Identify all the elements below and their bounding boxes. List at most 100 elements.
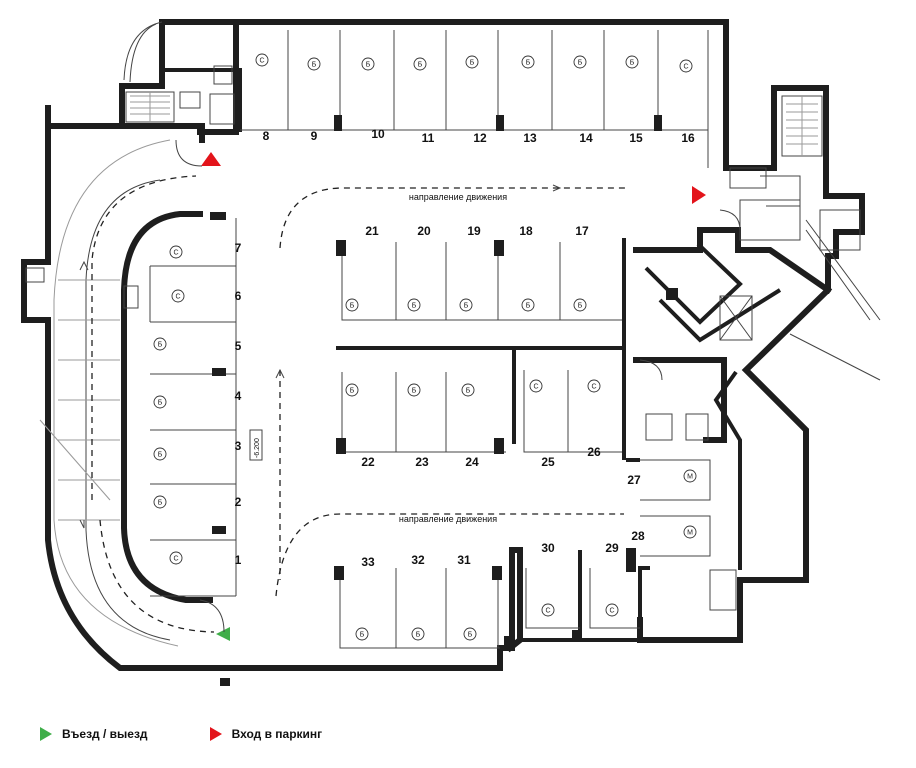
svg-text:Б: Б (312, 62, 317, 69)
spot-size-badge-26: С (587, 379, 601, 393)
spot-number-1: 1 (235, 553, 242, 567)
spot-size-badge-15: Б (625, 55, 639, 69)
spot-size-badge-27: М (683, 469, 697, 483)
spot-number-20: 20 (417, 224, 431, 238)
spot-lines (149, 30, 711, 649)
spot-number-28: 28 (631, 529, 645, 543)
svg-text:Б: Б (526, 303, 531, 310)
svg-text:Б: Б (464, 303, 469, 310)
svg-text:С: С (591, 384, 596, 391)
spot-number-19: 19 (467, 224, 481, 238)
spot-number-14: 14 (579, 131, 593, 145)
spot-size-badge-32: Б (411, 627, 425, 641)
balcony-curve-inner (129, 23, 157, 83)
svg-text:С: С (533, 384, 538, 391)
svg-text:Б: Б (578, 60, 583, 67)
spot-number-4: 4 (235, 389, 242, 403)
svg-text:Б: Б (158, 500, 163, 507)
spot-number-17: 17 (575, 224, 589, 238)
svg-text:С: С (259, 58, 264, 65)
spot-number-15: 15 (629, 131, 643, 145)
spot-number-24: 24 (465, 455, 479, 469)
svg-text:Б: Б (578, 303, 583, 310)
spot-number-22: 22 (361, 455, 375, 469)
spot-size-badge-23: Б (407, 383, 421, 397)
spot-number-26: 26 (587, 445, 601, 459)
svg-text:С: С (545, 608, 550, 615)
direction-label-top: направление движения (409, 192, 507, 202)
green-triangle-icon (40, 727, 52, 741)
svg-text:Б: Б (416, 632, 421, 639)
spot-number-11: 11 (422, 131, 435, 145)
outer-walls (21, 19, 865, 671)
svg-text:Б: Б (158, 342, 163, 349)
legend-entry-exit-label: Въезд / выезд (62, 727, 148, 741)
legend-entry-exit: Въезд / выезд (40, 727, 148, 741)
staircase-top-left (125, 65, 235, 125)
spot-number-31: 31 (457, 553, 471, 567)
svg-text:Б: Б (630, 60, 635, 67)
inner-walls (336, 199, 881, 611)
legend: Въезд / выезд Вход в паркинг (40, 722, 384, 746)
traffic-route (79, 175, 626, 633)
spot-size-badge-25: С (529, 379, 543, 393)
spot-size-badge-7: С (169, 245, 183, 259)
spot-number-25: 25 (541, 455, 555, 469)
spot-number-23: 23 (415, 455, 429, 469)
svg-text:С: С (609, 608, 614, 615)
utility-box-left (25, 267, 45, 283)
door-arc-bottom (199, 599, 225, 633)
spot-number-9: 9 (311, 129, 318, 143)
legend-parking-entrance-label: Вход в паркинг (231, 727, 323, 741)
spot-size-badge-14: Б (573, 55, 587, 69)
spot-size-badge-21: Б (345, 298, 359, 312)
door-arc-right (719, 209, 741, 231)
spot-size-badge-6: С (171, 289, 185, 303)
utility-box (123, 285, 139, 309)
columns (210, 115, 678, 686)
spot-size-badge-13: Б (521, 55, 535, 69)
spot-size-badge-19: Б (459, 298, 473, 312)
spot-number-3: 3 (235, 439, 242, 453)
door-arc-mid (639, 359, 663, 381)
spot-number-16: 16 (681, 131, 695, 145)
svg-text:М: М (687, 474, 693, 481)
spot-number-8: 8 (263, 129, 270, 143)
spot-size-badge-4: Б (153, 395, 167, 409)
spot-size-badge-33: Б (355, 627, 369, 641)
svg-text:С: С (173, 250, 178, 257)
svg-text:С: С (173, 556, 178, 563)
spot-size-badge-20: Б (407, 298, 421, 312)
door-arc (175, 139, 203, 167)
spot-number-18: 18 (519, 224, 533, 238)
svg-text:Б: Б (158, 400, 163, 407)
spot-number-5: 5 (235, 339, 242, 353)
spot-size-badge-28: М (683, 525, 697, 539)
spot-number-13: 13 (523, 131, 537, 145)
spot-size-badge-17: Б (573, 298, 587, 312)
spot-number-21: 21 (365, 224, 379, 238)
spot-size-badge-10: Б (361, 57, 375, 71)
svg-text:С: С (683, 64, 688, 71)
svg-text:Б: Б (350, 303, 355, 310)
parking-entrance-triangle-right (692, 186, 706, 204)
spot-size-badge-2: Б (153, 495, 167, 509)
staircase-right (729, 95, 823, 207)
svg-text:Б: Б (350, 388, 355, 395)
legend-parking-entrance: Вход в паркинг (209, 727, 323, 741)
spot-number-12: 12 (473, 131, 487, 145)
spot-number-6: 6 (235, 289, 242, 303)
spot-size-badge-16: С (679, 59, 693, 73)
level-mark-box (249, 429, 263, 461)
svg-text:С: С (175, 294, 180, 301)
red-triangle-icon (209, 727, 222, 741)
svg-text:Б: Б (470, 60, 475, 67)
svg-text:Б: Б (412, 303, 417, 310)
level-mark: -6.200 (254, 438, 261, 458)
spot-size-badge-24: Б (461, 383, 475, 397)
spot-number-33: 33 (361, 555, 375, 569)
spot-size-badge-11: Б (413, 57, 427, 71)
direction-label-bottom: направление движения (399, 514, 497, 524)
spot-number-10: 10 (371, 127, 385, 141)
